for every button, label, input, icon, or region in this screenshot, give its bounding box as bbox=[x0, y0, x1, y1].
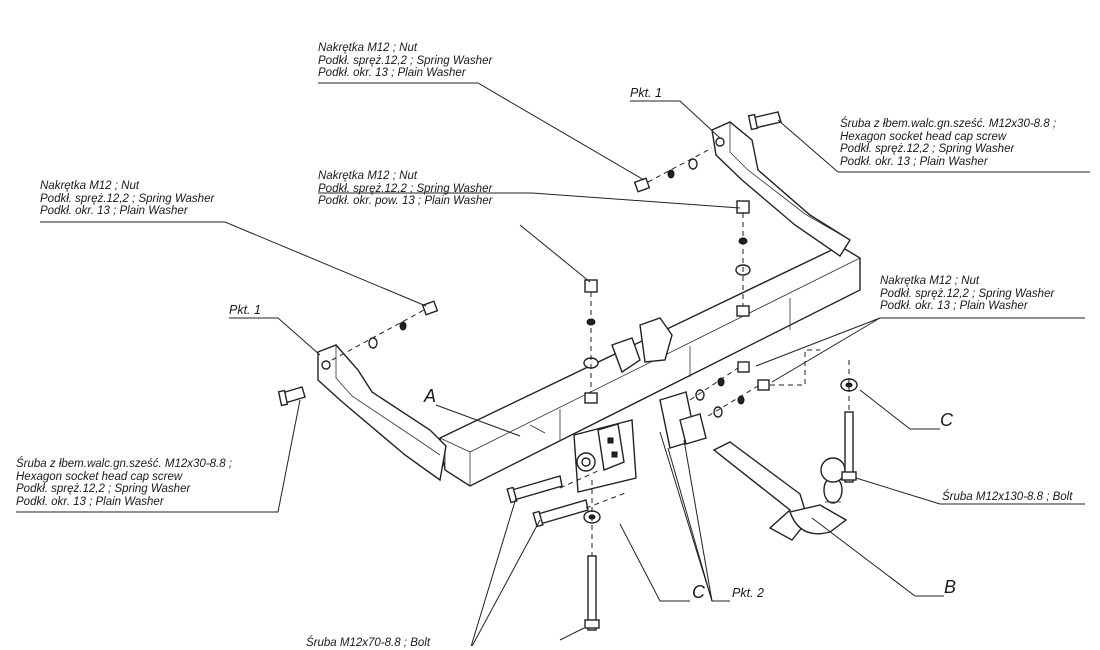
screw-right-top bbox=[747, 111, 782, 131]
left-nut-stack bbox=[331, 300, 439, 361]
callout-line: Hexagon socket head cap screw bbox=[840, 130, 1007, 143]
part-letter-c-bottom: C bbox=[692, 582, 705, 602]
callout-line: Śruba M12x130-8.8 ; Bolt bbox=[942, 491, 1073, 503]
part-letter-c-right: C bbox=[940, 410, 953, 430]
callout-line: Podkł. spręż.12,2 ; Spring Washer bbox=[16, 483, 191, 495]
point-tag-pkt1-left: Pkt. 1 bbox=[229, 303, 261, 317]
center-mount bbox=[573, 317, 707, 493]
callout-line: Podkł. spręż.12,2 ; Spring Washer bbox=[318, 54, 493, 67]
callout-line: Podkł. spręż.12,2 ; Spring Washer bbox=[40, 192, 215, 205]
part-letter-b: B bbox=[944, 577, 957, 597]
screw-left bbox=[277, 386, 306, 407]
callout-line: Śruba z łbem.walc.gn.sześć. M12x30-8.8 ; bbox=[16, 458, 233, 470]
point-tag-pkt2: Pkt. 2 bbox=[732, 586, 764, 600]
callout-line: Nakrętka M12 ; Nut bbox=[318, 42, 418, 54]
bolt-m12x70-lower bbox=[532, 499, 589, 528]
callout-line: Podkł. spręż.12,2 ; Spring Washer bbox=[318, 182, 493, 195]
callout-bolt-m12x130: Śruba M12x130-8.8 ; Bolt bbox=[942, 491, 1072, 504]
point-tag-pkt1-top: Pkt. 1 bbox=[630, 86, 662, 100]
callout-line: Śruba z łbem.walc.gn.sześć. M12x30-8.8 ; bbox=[840, 118, 1057, 130]
callout-line: Podkł. spręż.12,2 ; Spring Washer bbox=[880, 287, 1055, 300]
callout-right-screw-set: Śruba z łbem.walc.gn.sześć. M12x30-8.8 ;… bbox=[840, 118, 1056, 168]
top-nut-stack bbox=[633, 147, 713, 193]
callout-line: Podkł. okr. pow. 13 ; Plain Washer bbox=[318, 195, 493, 207]
right-nut-stack bbox=[689, 349, 820, 418]
callout-line: Nakrętka M12 ; Nut bbox=[318, 170, 418, 182]
callout-line: Podkł. okr. 13 ; Plain Washer bbox=[16, 495, 164, 508]
callout-middle-nut-set: Nakrętka M12 ; Nut Podkł. spręż.12,2 ; S… bbox=[318, 170, 493, 208]
callout-top-nut-set: Nakrętka M12 ; Nut Podkł. spręż.12,2 ; S… bbox=[318, 42, 492, 80]
callout-line: Podkł. okr. 13 ; Plain Washer bbox=[40, 205, 188, 217]
right-side-bracket bbox=[711, 121, 851, 257]
callout-left-screw-set: Śruba z łbem.walc.gn.sześć. M12x30-8.8 ;… bbox=[16, 458, 232, 508]
left-side-bracket bbox=[317, 344, 447, 482]
callout-line: Podkł. okr. 13 ; Plain Washer bbox=[840, 155, 988, 168]
callout-left-nut-set: Nakrętka M12 ; Nut Podkł. spręż.12,2 ; S… bbox=[40, 180, 214, 218]
cross-beam bbox=[439, 245, 861, 487]
tow-ball-hook bbox=[712, 441, 848, 541]
center-left-vertical-stack bbox=[583, 279, 599, 404]
washer-c-bottom bbox=[559, 469, 629, 556]
callout-line: Podkł. okr. 13 ; Plain Washer bbox=[318, 67, 466, 79]
callout-line: Nakrętka M12 ; Nut bbox=[880, 275, 980, 287]
bolt-m12x130 bbox=[841, 411, 857, 483]
callout-line: Śruba M12x70-8.8 ; Bolt bbox=[306, 637, 431, 649]
center-right-vertical-stack bbox=[735, 200, 751, 317]
callout-line: Nakrętka M12 ; Nut bbox=[40, 180, 140, 192]
leader-lines bbox=[16, 82, 1090, 646]
part-letter-a: A bbox=[424, 386, 437, 406]
callout-bolt-m12x70: Śruba M12x70-8.8 ; Bolt bbox=[306, 637, 430, 650]
washer-c-right bbox=[840, 360, 858, 410]
callout-line: Hexagon socket head cap screw bbox=[16, 470, 183, 483]
bolt-bottom bbox=[584, 555, 600, 631]
callout-line: Podkł. okr. 13 ; Plain Washer bbox=[880, 300, 1028, 312]
bolt-m12x70-upper bbox=[506, 475, 563, 504]
callout-line: Podkł. spręż.12,2 ; Spring Washer bbox=[840, 143, 1015, 155]
callout-right-nut-set: Nakrętka M12 ; Nut Podkł. spręż.12,2 ; S… bbox=[880, 275, 1054, 313]
